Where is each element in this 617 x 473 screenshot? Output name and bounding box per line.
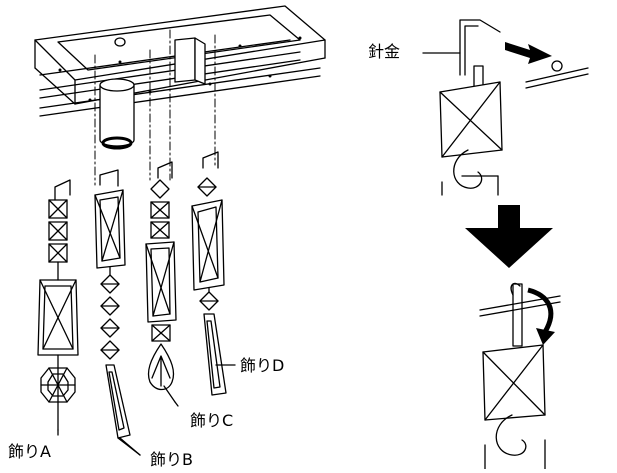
ornament-a bbox=[37, 199, 79, 431]
wire-detail-bottom bbox=[479, 282, 561, 470]
curved-arrow-icon bbox=[527, 287, 555, 345]
guide-lines bbox=[94, 29, 216, 186]
fixture-frame bbox=[34, 5, 326, 150]
down-arrow-icon bbox=[465, 205, 553, 268]
label-wire: 針金 bbox=[368, 42, 401, 61]
ornament-c bbox=[145, 179, 177, 403]
hooks bbox=[54, 151, 219, 201]
ornament-d bbox=[191, 177, 236, 396]
label-ornament-a: 飾りA bbox=[8, 442, 51, 461]
wire-detail-top bbox=[422, 19, 589, 196]
label-ornament-c: 飾りC bbox=[190, 411, 234, 430]
label-ornament-d: 飾りD bbox=[240, 356, 285, 375]
ornament-b bbox=[94, 189, 141, 456]
label-ornament-b: 飾りB bbox=[150, 450, 193, 469]
push-arrow-icon bbox=[505, 42, 552, 64]
